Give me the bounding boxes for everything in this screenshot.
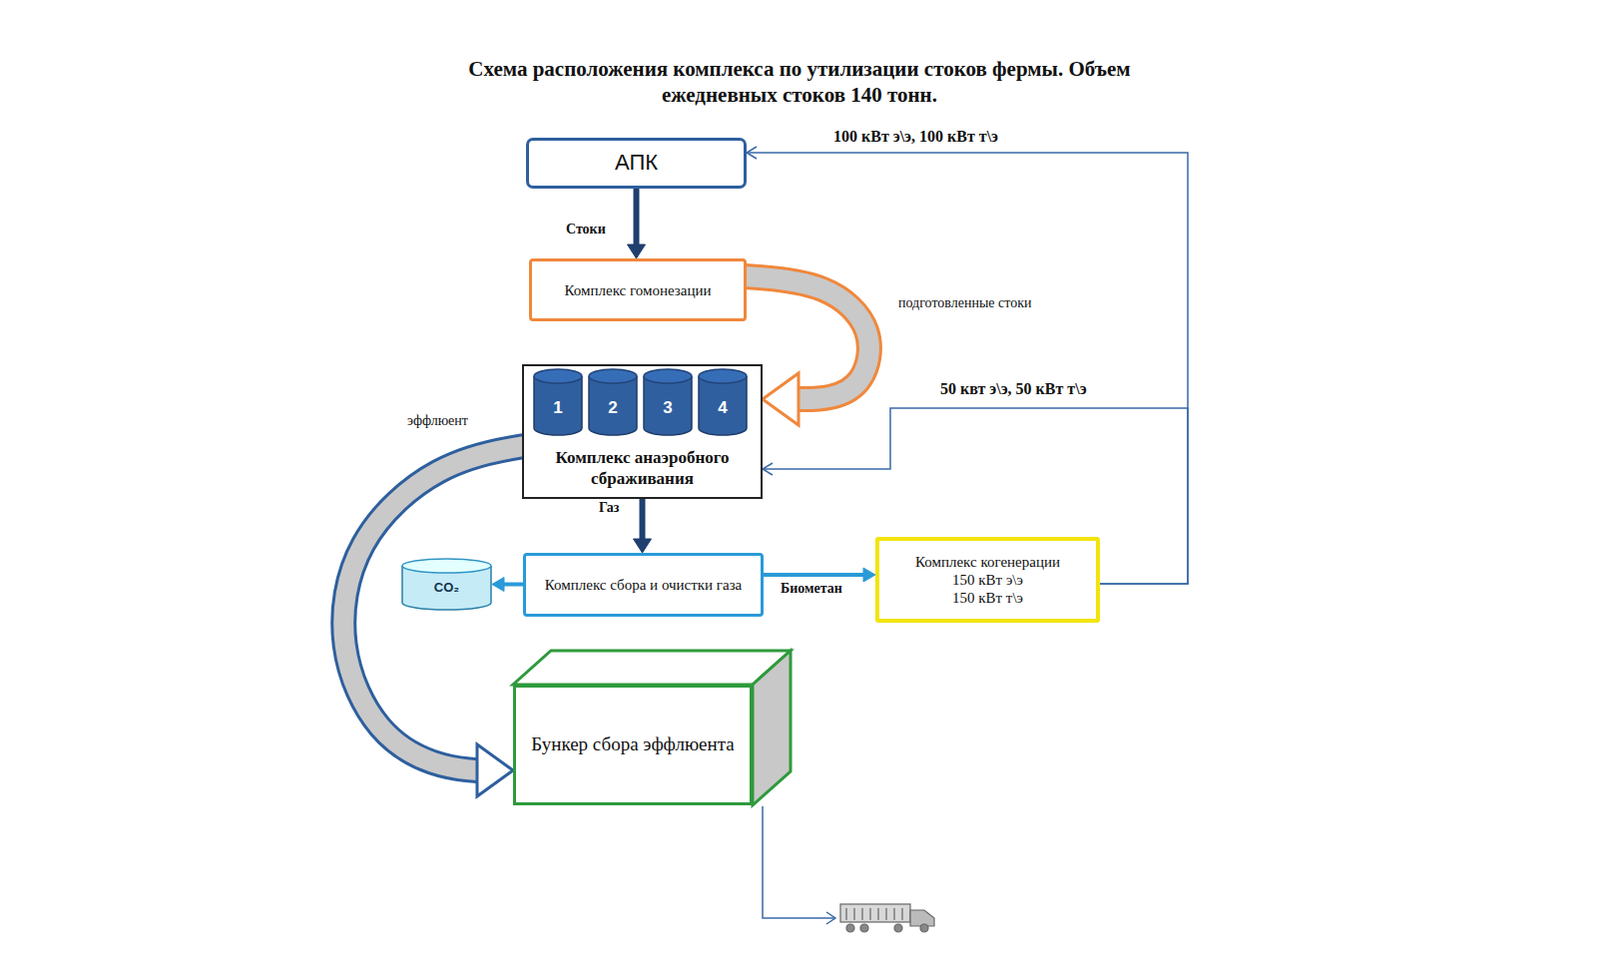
storage-bunker: Бункер сбора эффлюента [513, 684, 753, 806]
process-box: АПК [526, 137, 747, 189]
cylinder-top [643, 369, 692, 384]
band-fill [744, 276, 870, 400]
node-label: Бункер сбора эффлюента [531, 733, 734, 757]
node-label: Комплекс когенерации [915, 552, 1061, 571]
truck-line [762, 806, 836, 925]
connector [343, 446, 525, 797]
band-outline [744, 276, 870, 400]
process-box: Комплекс анаэробного сбраживания 1 2 3 4 [522, 364, 763, 500]
connector-line [746, 152, 1188, 584]
connector-label: Биометан [778, 580, 845, 597]
digester-tank: 1 [533, 369, 583, 436]
cylinder-top [402, 558, 492, 573]
process-box: Комплекс когенерации150 кВт э\э150 кВт т… [875, 536, 1100, 623]
connector [763, 567, 876, 582]
connector [633, 499, 652, 553]
arrowhead [863, 567, 876, 582]
node-label: 2 [607, 398, 617, 419]
connector-line [762, 408, 1188, 584]
cylinder-top [588, 369, 637, 384]
connector [762, 408, 1188, 584]
connector-label: 100 кВт э\э, 100 кВт т\э [831, 127, 1001, 146]
arrowhead [627, 244, 646, 259]
connector-label: эффлюент [405, 413, 471, 430]
connector [744, 276, 870, 426]
connector [746, 146, 1188, 584]
cylinder-body [698, 376, 747, 436]
band-fill [343, 446, 525, 771]
arrowhead [762, 373, 799, 426]
node-label: 150 кВт э\э [952, 570, 1024, 589]
truck-icon [840, 904, 935, 933]
bunker-side [752, 650, 791, 806]
band-outline [343, 446, 525, 771]
node-label: 1 [552, 398, 562, 419]
process-box: Комплекс гомонезации [529, 258, 747, 322]
connector-label: Газ [596, 500, 621, 517]
cylinder-body [588, 376, 637, 436]
arrowhead [762, 463, 773, 476]
connector-label: 50 квт э\э, 50 кВт т\э [938, 380, 1089, 399]
bunker-top [513, 650, 791, 685]
connector-label: Стоки [563, 221, 608, 238]
node-label: Комплекс гомонезации [564, 281, 712, 300]
arrowhead [492, 577, 505, 592]
connector-label: подготовленные стоки [896, 295, 1035, 312]
gas-tank: CO₂ [401, 558, 493, 610]
cylinder-body [533, 376, 582, 436]
process-box: Комплекс сбора и очистки газа [523, 552, 764, 617]
digester-tank: 2 [587, 369, 638, 436]
cylinder-top [698, 369, 747, 384]
node-label: 4 [717, 398, 727, 419]
node-label: 150 кВт т\э [952, 588, 1024, 607]
cylinder-top [533, 369, 582, 384]
connector [492, 577, 524, 592]
connector-line [504, 582, 524, 587]
node-label: 3 [662, 398, 672, 419]
digester-tank: 3 [642, 369, 693, 436]
arrowhead [746, 146, 757, 159]
arrowhead [477, 744, 514, 797]
diagram-title: Схема расположения комплекса по утилизац… [455, 55, 1144, 109]
connector [627, 188, 646, 259]
node-label: Комплекс сбора и очистки газа [544, 575, 742, 594]
cylinder-body [643, 376, 692, 436]
node-label: CO₂ [434, 579, 460, 596]
connector-line [763, 572, 864, 577]
digester-tank: 4 [697, 369, 748, 436]
arrowhead [633, 538, 652, 553]
connector-line [639, 499, 646, 539]
node-label: АПК [614, 149, 658, 176]
connector-line [633, 188, 640, 245]
node-label: Комплекс анаэробного сбраживания [532, 448, 753, 490]
